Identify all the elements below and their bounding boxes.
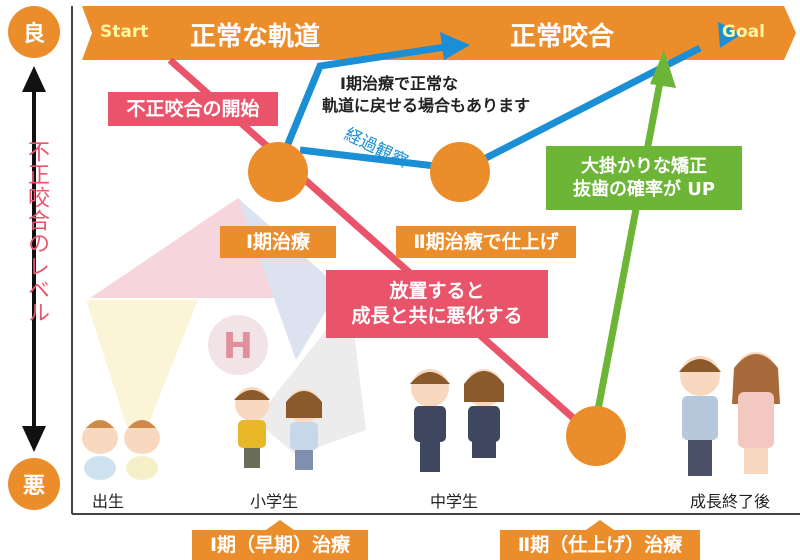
observation-path [299,146,453,172]
phase1-return-text-1: Ⅰ期治療で正常な [340,74,458,93]
major-correction-line-2: 抜歯の確率が UP [572,179,716,200]
phase2-finish-tag: Ⅱ期治療で仕上げ [396,226,576,258]
neglect-line-1: 放置すると [389,280,485,303]
bg-triangle-grey [255,300,366,455]
stage-elementary: 小学生 [250,492,299,511]
adult-node [566,406,626,466]
phase1-node [248,142,308,202]
phase1-return-path [274,42,453,170]
neglect-tag: 放置すると 成長と共に悪化する [326,270,548,338]
adults-illustration [679,352,780,476]
hospital-logo-bg [208,315,268,375]
arrow-up-icon [22,66,46,92]
banner-normal-occlusion: 正常咬合 [510,22,615,52]
elementary-children-illustration [234,387,322,470]
phase1-early-footer: Ⅰ期（早期）治療 [192,520,368,560]
bg-triangle-yellow [86,300,198,455]
phase2-finish-footer: Ⅱ期（仕上げ）治療 [500,520,700,560]
banner-start-label: Start [100,22,149,42]
major-correction-tag: 大掛かりな矯正 抜歯の確率が UP [546,146,742,210]
axis-bad-badge: 悪 [8,458,60,510]
stage-birth: 出生 [92,492,125,511]
stage-adult: 成長終了後 [690,492,771,511]
bg-triangle-pink [90,198,296,298]
neglect-line-2: 成長と共に悪化する [351,305,523,327]
normal-trajectory-banner [82,6,796,60]
babies-illustration [82,420,160,480]
phase2-finish-footer-tag: Ⅱ期（仕上げ）治療 [500,530,700,560]
stage-junior-high: 中学生 [430,492,479,511]
phase1-return-text-2: 軌道に戻せる場合もあります [322,96,531,115]
observation-node [430,142,490,202]
arrow-down-icon [22,426,46,452]
hospital-logo-mark: H [223,326,253,367]
major-correction-line [594,81,664,411]
junior-high-students-illustration [410,369,504,472]
banner-normal-trajectory: 正常な軌道 [190,22,321,52]
phase1-early-tag: Ⅰ期（早期）治療 [192,530,368,560]
banner-goal-label: Goal [722,22,765,42]
arrow-right-icon [440,32,470,60]
axis-vertical-label: 不正咬合のレベル [24,140,49,324]
phase1-tag: Ⅰ期治療 [220,226,336,258]
axis-good-badge: 良 [8,6,60,58]
onset-tag: 不正咬合の開始 [108,92,278,126]
arrow-right-icon [718,22,742,48]
major-correction-line-1: 大掛かりな矯正 [581,155,707,177]
arrow-up-icon [650,50,676,88]
